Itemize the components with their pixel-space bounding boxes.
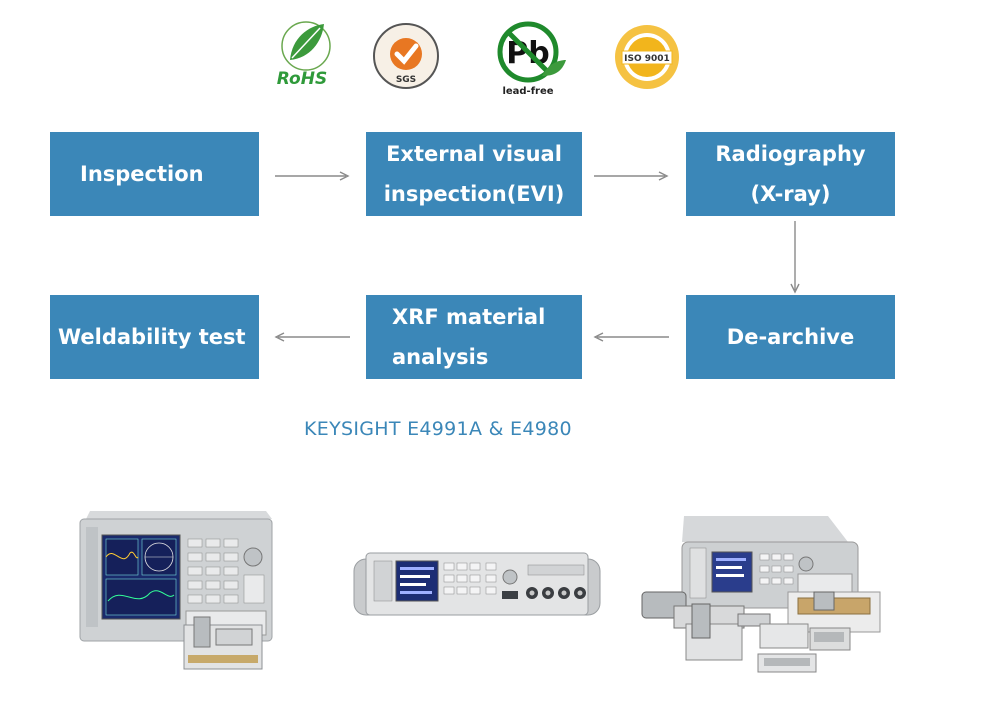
rohs-leaf-icon: RoHS	[277, 21, 331, 89]
impedance-analyzer-image	[79, 511, 273, 670]
rohs-label: RoHS	[277, 69, 327, 89]
step-weldability-test: Weldability test	[50, 295, 259, 379]
arrow-down-icon	[790, 221, 800, 294]
step-radiography-line1: Radiography	[715, 142, 866, 166]
arrow-right-icon	[275, 171, 350, 181]
step-weldability-label: Weldability test	[58, 325, 246, 349]
lead-free-icon: Pb lead-free	[497, 21, 566, 97]
step-external-visual-inspection: External visual inspection(EVI)	[366, 132, 582, 216]
step-evi-line2: inspection(EVI)	[383, 182, 565, 206]
iso-seal-icon: ISO 9001	[615, 25, 679, 89]
step-de-archive-label: De-archive	[726, 325, 855, 349]
iso-label: ISO 9001	[624, 54, 670, 64]
step-inspection-label: Inspection	[80, 162, 204, 186]
step-radiography: Radiography (X-ray)	[686, 132, 895, 216]
arrow-left-icon	[593, 332, 669, 342]
arrow-right-icon	[594, 171, 669, 181]
fixture-set-image	[641, 516, 881, 673]
step-evi-line1: External visual	[386, 142, 562, 166]
step-inspection: Inspection	[50, 132, 259, 216]
step-xrf-material-analysis: XRF material analysis	[366, 295, 582, 379]
lcr-meter-image	[353, 552, 601, 616]
rohs-badge: RoHS	[262, 16, 342, 92]
step-radiography-line2: (X-ray)	[750, 182, 831, 206]
instrument-caption: KEYSIGHT E4991A & E4980	[304, 418, 572, 440]
lead-free-label: lead-free	[502, 86, 553, 97]
step-xrf-line1: XRF material	[392, 305, 546, 329]
step-xrf-line2: analysis	[392, 345, 489, 369]
arrow-left-icon	[274, 332, 350, 342]
sgs-check-icon: SGS	[373, 23, 439, 89]
step-de-archive: De-archive	[686, 295, 895, 379]
sgs-badge: SGS	[370, 18, 442, 94]
sgs-label: SGS	[396, 75, 416, 85]
iso-badge: ISO 9001	[612, 22, 682, 92]
lead-free-badge: Pb lead-free	[492, 18, 568, 98]
